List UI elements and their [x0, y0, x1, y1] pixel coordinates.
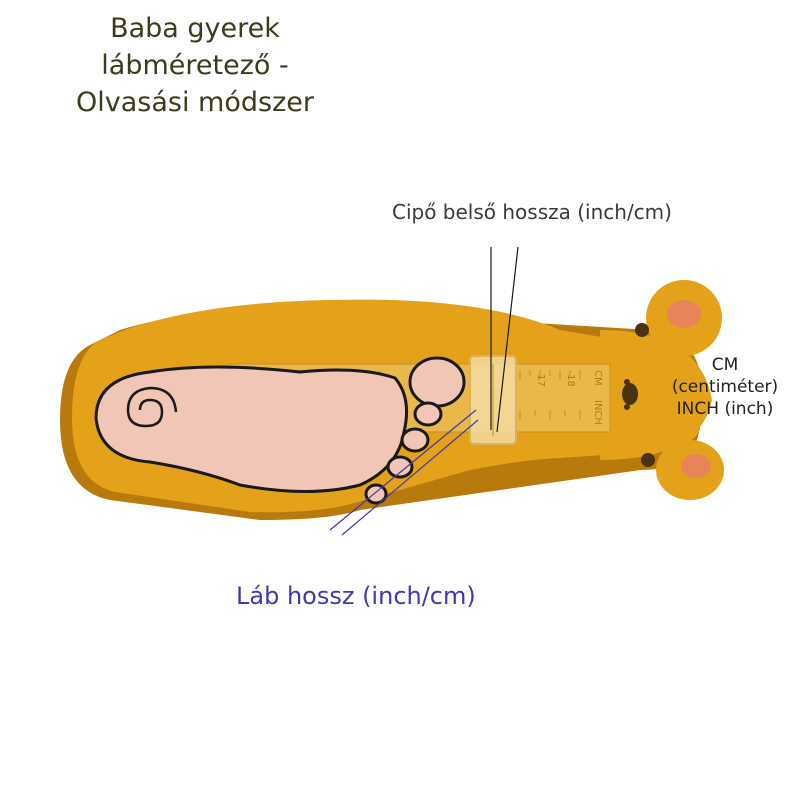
units-inch: INCH (inch)	[676, 399, 774, 419]
toe-4	[386, 455, 414, 479]
bottom-ear-inner	[681, 454, 711, 478]
foot-length-pointer-2	[341, 419, 479, 536]
units-cm: CM	[711, 355, 739, 375]
foot-length-label: Láb hossz (inch/cm)	[236, 582, 476, 610]
title-line-2: lábméretező -	[101, 50, 289, 81]
ruler-side-label-inch: INCH	[592, 400, 603, 425]
bear-eye-bottom	[641, 453, 655, 467]
bear-head	[600, 330, 712, 460]
inner-length-pointer-2	[496, 246, 519, 433]
page-title: Baba gyerek lábméretező - Olvasási módsz…	[60, 10, 330, 121]
top-ear-inner	[667, 300, 701, 328]
foot-sole	[94, 365, 408, 493]
toe-5	[364, 483, 388, 505]
big-toe	[408, 356, 466, 408]
toe-3	[400, 427, 430, 453]
ruler-tick-17: 17	[535, 374, 546, 387]
toe-2	[413, 401, 443, 427]
bear-nose	[622, 379, 638, 410]
heel-spiral	[126, 386, 178, 428]
ruler-side-label-cm: CM	[592, 370, 603, 386]
inner-length-label: Cipő belső hossza (inch/cm)	[392, 200, 672, 224]
title-line-3: Olvasási módszer	[76, 87, 314, 118]
foot-length-pointer-1	[329, 409, 477, 531]
bear-eye-top	[635, 323, 649, 337]
title-line-1: Baba gyerek	[110, 13, 280, 44]
units-centimeter: (centiméter)	[671, 377, 779, 397]
ruler-tick-18: 18	[565, 374, 576, 387]
units-label: CM (centiméter) INCH (inch)	[664, 354, 786, 420]
